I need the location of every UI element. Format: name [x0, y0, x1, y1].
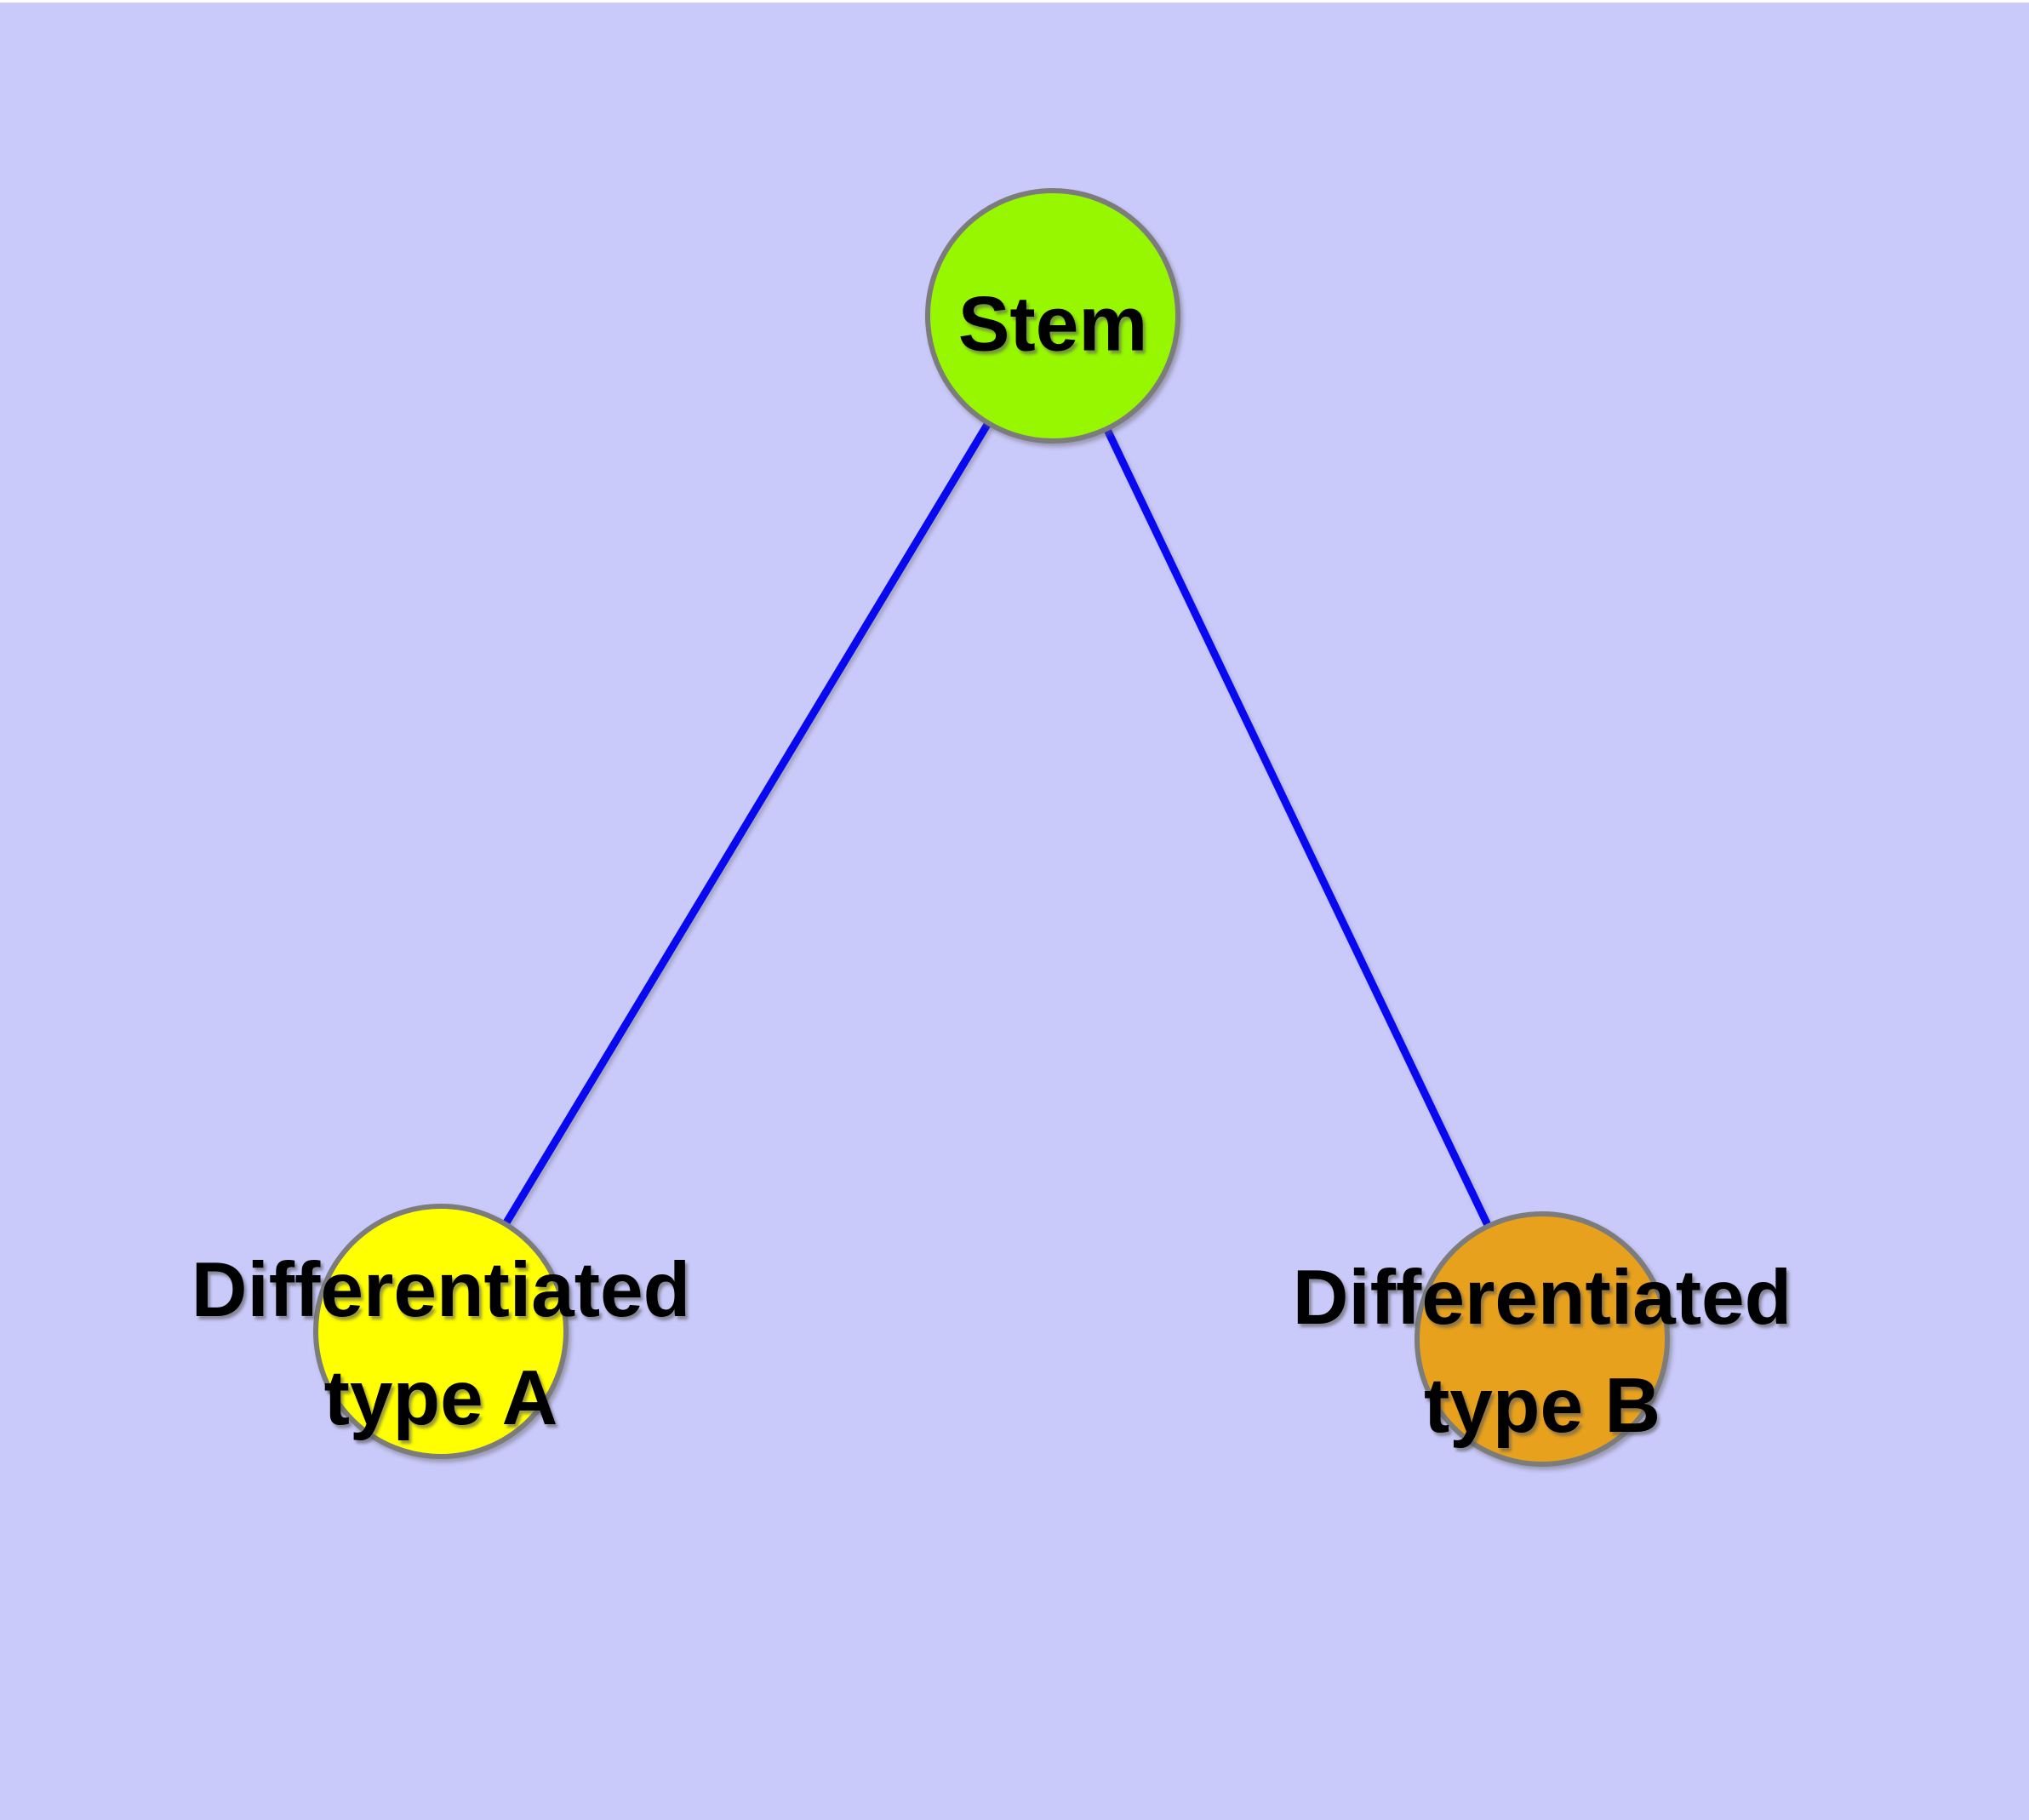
node-differentiated-type-a — [313, 1204, 569, 1459]
node-label-differentiated-type-a: Differentiated type A — [191, 1236, 691, 1452]
edge-stem-to-type-b — [1049, 314, 1546, 1341]
label-line: Differentiated — [191, 1247, 691, 1333]
node-label-differentiated-type-b: Differentiated type B — [1293, 1244, 1792, 1460]
edge-stem-to-type-a — [437, 313, 1056, 1334]
label-line: type B — [1423, 1363, 1661, 1449]
label-line: Differentiated — [1292, 1255, 1792, 1341]
label-line: Stem — [957, 281, 1148, 368]
top-border-strip — [0, 0, 2029, 3]
node-label-stem: Stem — [958, 271, 1148, 379]
label-line: type A — [323, 1355, 558, 1441]
node-stem — [925, 188, 1180, 444]
node-differentiated-type-b — [1415, 1211, 1670, 1467]
